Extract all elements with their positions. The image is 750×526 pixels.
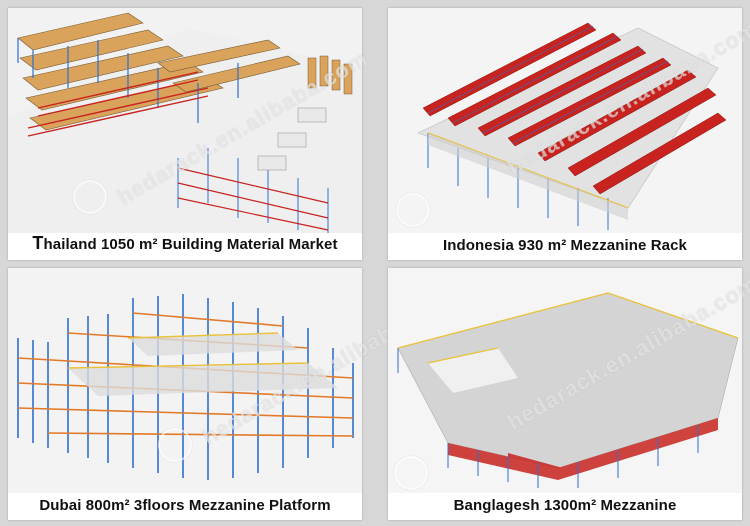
caption-thailand-rest: hailand 1050 m² Building Material Market (43, 236, 338, 253)
bangladesh-render (388, 268, 742, 493)
panel-thailand: hedarack.en.alibaba.com Thailand 1050 m²… (8, 8, 372, 260)
caption-bangladesh: Banglagesh 1300m² Mezzanine (453, 497, 677, 514)
dubai-render (8, 268, 362, 493)
caption-thailand-initial: T (32, 233, 44, 253)
panel-indonesia: hedarack.en.alibaba.com Indonesia 930 m²… (388, 8, 750, 260)
watermark-logo-icon (158, 428, 192, 462)
caption-dubai: Dubai 800m² 3floors Mezzanine Platform (39, 497, 331, 514)
watermark-logo-icon (396, 193, 430, 227)
watermark-logo-icon (394, 456, 428, 490)
caption-indonesia: Indonesia 930 m² Mezzanine Rack (442, 237, 687, 254)
thailand-render (8, 8, 362, 233)
watermark-logo-icon (73, 180, 107, 214)
panel-bangladesh: hedarack.en.alibaba.com Banglagesh 1300m… (388, 268, 750, 520)
indonesia-render (388, 8, 742, 233)
caption-thailand: Thailand 1050 m² Building Material Marke… (8, 233, 362, 254)
panel-dubai: hedarack.en.alibaba.com Dubai 800m² 3flo… (8, 268, 457, 520)
